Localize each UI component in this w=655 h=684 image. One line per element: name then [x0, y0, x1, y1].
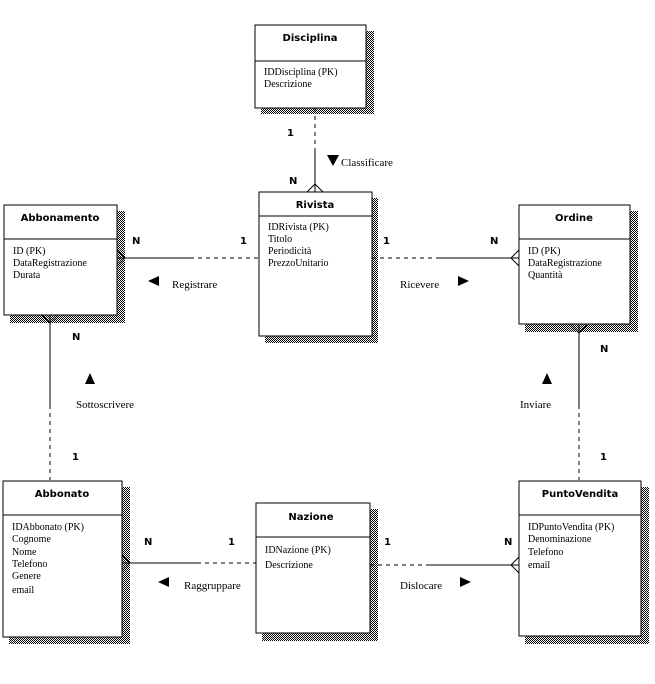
connector-dislocare — [370, 556, 520, 574]
attribute: Telefono — [528, 547, 563, 558]
relationship-label: Dislocare — [400, 580, 442, 592]
entity-title: Abbonato — [35, 489, 90, 500]
attribute: Cognome — [12, 534, 51, 545]
cardinality-label: N — [72, 332, 80, 343]
relationship-label: Raggruppare — [184, 580, 241, 592]
entity-abbonamento[interactable]: Abbonamento ID (PK) DataRegistrazione Du… — [3, 204, 125, 323]
cardinality-label: 1 — [600, 452, 607, 463]
connector-inviare — [570, 324, 588, 480]
attribute: Descrizione — [265, 560, 313, 571]
relationship-label: Registrare — [172, 279, 217, 291]
attribute: Descrizione — [264, 79, 312, 90]
cardinality-label: N — [504, 537, 512, 548]
attribute: Quantità — [528, 270, 563, 281]
attribute: PrezzoUnitario — [268, 258, 329, 269]
connector-ricevere — [372, 249, 520, 267]
attribute: IDNazione (PK) — [265, 545, 331, 556]
connector-sottoscrivere — [41, 314, 59, 480]
relationship-inviare: Inviare N 1 — [520, 344, 608, 463]
attribute: Durata — [13, 270, 41, 281]
cardinality-label: 1 — [383, 236, 390, 247]
entity-title: Nazione — [288, 512, 333, 523]
cardinality-label: 1 — [240, 236, 247, 247]
entity-rivista[interactable]: Rivista IDRivista (PK) Titolo Periodicit… — [258, 191, 378, 343]
cardinality-label: 1 — [72, 452, 79, 463]
entity-puntovendita[interactable]: PuntoVendita IDPuntoVendita (PK) Denomin… — [518, 480, 649, 644]
direction-arrow-icon — [158, 577, 169, 587]
connector-classificare — [306, 108, 324, 193]
relationship-label: Inviare — [520, 399, 551, 411]
relationship-dislocare: Dislocare 1 N — [384, 537, 512, 592]
cardinality-label: N — [289, 176, 297, 187]
attribute: ID (PK) — [528, 246, 561, 257]
attribute: DataRegistrazione — [13, 258, 87, 269]
attribute: Nome — [12, 547, 37, 558]
entity-ordine[interactable]: Ordine ID (PK) DataRegistrazione Quantit… — [518, 204, 638, 332]
attribute: Periodicità — [268, 246, 312, 257]
direction-arrow-icon — [85, 373, 95, 384]
entity-title: PuntoVendita — [542, 489, 618, 500]
cardinality-label: 1 — [287, 128, 294, 139]
direction-arrow-icon — [458, 276, 469, 286]
attribute: IDRivista (PK) — [268, 222, 329, 233]
direction-arrow-icon — [460, 577, 471, 587]
connector-raggruppare — [121, 554, 256, 572]
attribute: ID (PK) — [13, 246, 46, 257]
relationship-ricevere: Ricevere 1 N — [383, 236, 498, 291]
attribute: email — [528, 560, 550, 571]
entity-nazione[interactable]: Nazione IDNazione (PK) Descrizione — [255, 502, 378, 641]
relationship-label: Ricevere — [400, 279, 439, 291]
attribute: Genere — [12, 571, 41, 582]
entity-title: Abbonamento — [21, 213, 100, 224]
entity-title: Rivista — [296, 200, 335, 211]
attribute: Denominazione — [528, 534, 592, 545]
attribute: IDPuntoVendita (PK) — [528, 522, 614, 533]
direction-arrow-icon — [542, 373, 552, 384]
relationship-label: Classificare — [341, 157, 393, 169]
relationship-sottoscrivere: Sottoscrivere N 1 — [72, 332, 134, 463]
attribute: IDAbbonato (PK) — [12, 522, 84, 533]
direction-arrow-icon — [148, 276, 159, 286]
relationship-raggruppare: Raggruppare N 1 — [144, 537, 241, 592]
attribute: Telefono — [12, 559, 47, 570]
relationship-label: Sottoscrivere — [76, 399, 134, 411]
cardinality-label: N — [132, 236, 140, 247]
cardinality-label: N — [490, 236, 498, 247]
cardinality-label: N — [144, 537, 152, 548]
cardinality-label: 1 — [384, 537, 391, 548]
entity-abbonato[interactable]: Abbonato IDAbbonato (PK) Cognome Nome Te… — [2, 480, 130, 644]
entity-disciplina[interactable]: Disciplina IDDisciplina (PK) Descrizione — [254, 24, 374, 114]
relationship-classificare: Classificare 1 N — [287, 128, 393, 187]
attribute: DataRegistrazione — [528, 258, 602, 269]
entity-title: Disciplina — [283, 33, 338, 44]
attribute: IDDisciplina (PK) — [264, 67, 338, 78]
entity-title: Ordine — [555, 213, 593, 224]
direction-arrow-icon — [327, 155, 339, 166]
cardinality-label: N — [600, 344, 608, 355]
attribute: email — [12, 585, 34, 596]
cardinality-label: 1 — [228, 537, 235, 548]
relationship-registrare: Registrare N 1 — [132, 236, 247, 291]
attribute: Titolo — [268, 234, 292, 245]
connector-registrare — [116, 249, 259, 267]
